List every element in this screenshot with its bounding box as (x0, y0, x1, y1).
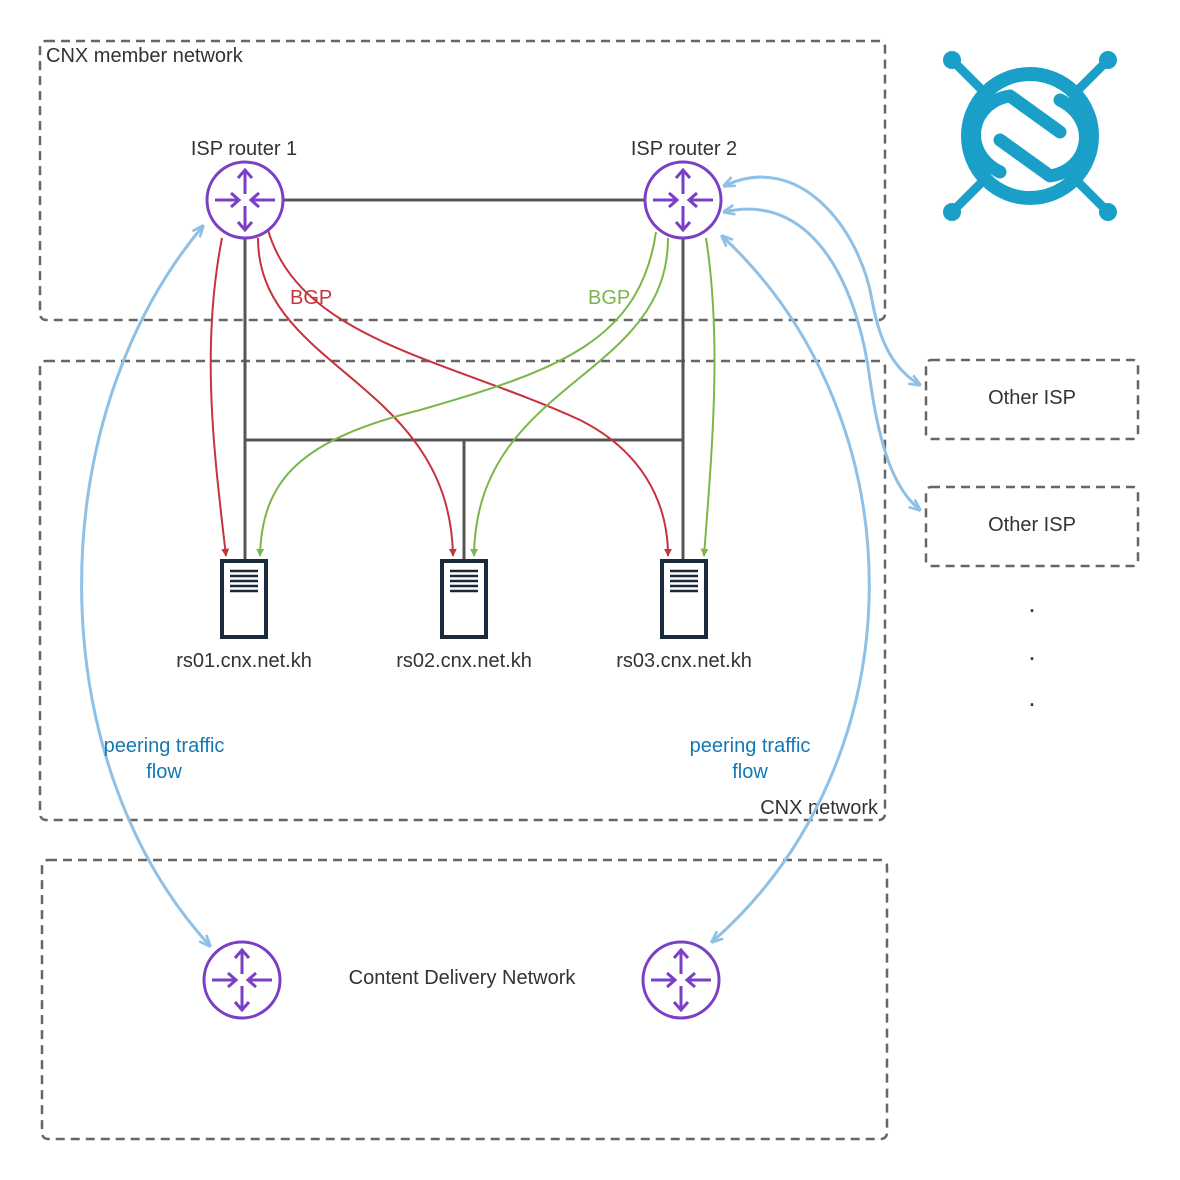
peering-flow-other-isp-2 (724, 209, 920, 510)
bgp-label-right: BGP (588, 287, 630, 309)
route-server-rs02-label: rs02.cnx.net.kh (396, 650, 532, 672)
other-isp-label-2: Other ISP (988, 514, 1076, 536)
peering-label-right-line1: peering traffic (690, 735, 811, 757)
region-cdn-label: Content Delivery Network (349, 967, 577, 989)
cdn-router-2 (641, 940, 721, 1020)
peering-label-left-line1: peering traffic (104, 735, 225, 757)
physical-links (243, 198, 685, 560)
bgp-red-rs02 (257, 237, 457, 557)
bgp-green-sessions (256, 231, 716, 557)
ellipsis-dot-2: . (1028, 636, 1035, 666)
route-server-rs03-label: rs03.cnx.net.kh (616, 650, 752, 672)
isp-router-2 (643, 160, 723, 240)
isp-router-1 (205, 160, 285, 240)
isp-router-1-label: ISP router 1 (191, 138, 297, 160)
bgp-red-rs01 (209, 237, 230, 557)
router-icon (641, 940, 721, 1020)
isp-router-2-label: ISP router 2 (631, 138, 737, 160)
region-cdn (40, 858, 889, 1141)
other-isp-box-2 (924, 485, 1140, 568)
bgp-label-left: BGP (290, 287, 332, 309)
peering-label-left-line2: flow (146, 761, 182, 783)
peering-flow-left (80, 226, 210, 946)
route-server-rs01 (220, 559, 268, 639)
server-icon (440, 559, 488, 639)
bgp-green-rs03 (700, 237, 716, 557)
peering-label-right-line2: flow (732, 761, 768, 783)
bgp-green-rs01 (256, 231, 657, 557)
bgp-red-rs03 (267, 229, 672, 557)
region-cnx-label: CNX network (760, 797, 879, 819)
router-icon (202, 940, 282, 1020)
server-icon (220, 559, 268, 639)
ellipsis-dot-3: . (1028, 682, 1035, 712)
cdn-router-1 (202, 940, 282, 1020)
bgp-red-sessions (209, 229, 672, 557)
ellipsis-dot-1: . (1028, 588, 1035, 618)
server-icon (660, 559, 708, 639)
bgp-green-rs02 (470, 237, 669, 557)
route-server-rs01-label: rs01.cnx.net.kh (176, 650, 312, 672)
route-server-rs03 (660, 559, 708, 639)
region-member-label: CNX member network (46, 45, 244, 67)
peering-flow-right (712, 236, 871, 942)
cnx-logo-icon (943, 51, 1117, 221)
other-isp-label-1: Other ISP (988, 387, 1076, 409)
peering-flows (80, 175, 920, 946)
region-cnx (38, 359, 887, 822)
route-server-rs02 (440, 559, 488, 639)
other-isp-box-1 (924, 358, 1140, 441)
